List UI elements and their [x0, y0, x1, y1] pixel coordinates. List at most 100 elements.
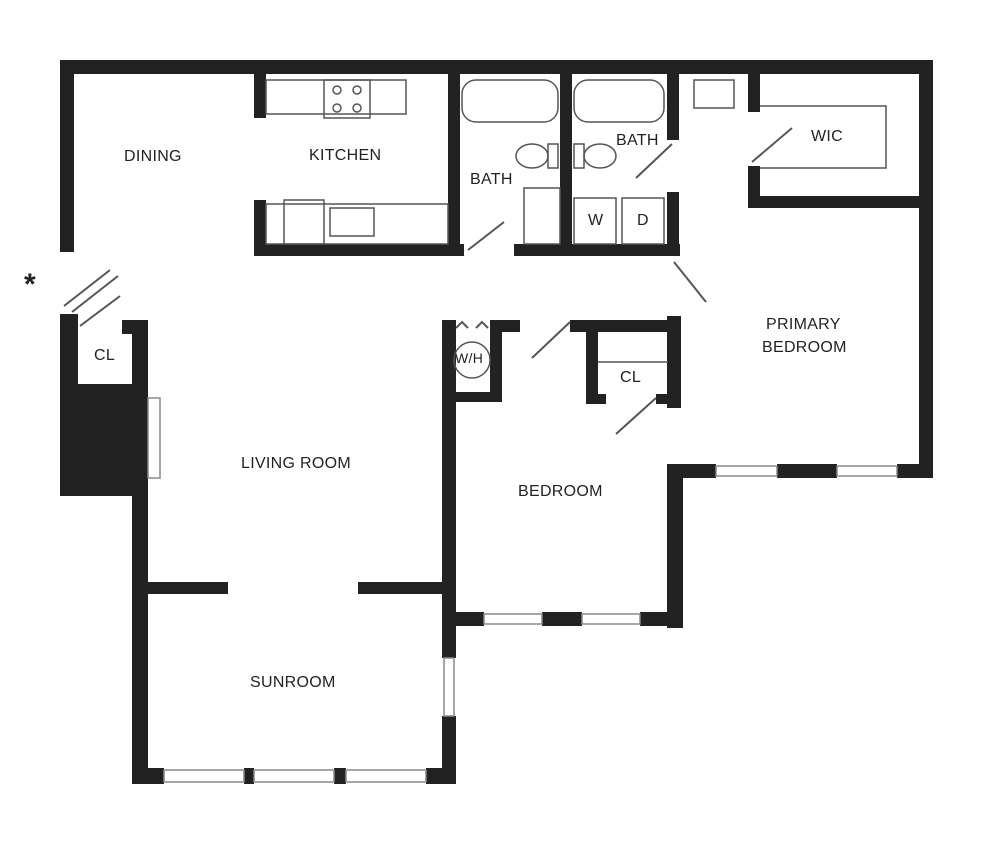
tub-primary — [573, 79, 665, 123]
room-label-water-heater: W/H — [455, 350, 484, 366]
wall-bed-primary-upper — [667, 316, 681, 408]
toilet-main-tank — [547, 143, 559, 169]
wall-closet-left — [60, 314, 78, 384]
wall-closet-bedroom-left — [586, 320, 598, 404]
entry-marker: * — [24, 268, 36, 301]
toilet-primary — [583, 143, 617, 169]
vanity-main — [523, 187, 561, 245]
wh-door-left — [455, 320, 469, 329]
wall-wic-top — [748, 74, 760, 112]
wall-kitchen-left-top — [254, 74, 266, 118]
toilet-primary-tank — [573, 143, 585, 169]
toilet-main — [515, 143, 549, 169]
wall-primary-bottom-3 — [897, 464, 933, 478]
wall-sunroom-right-upper — [442, 612, 456, 658]
window-bedroom-2 — [581, 613, 641, 625]
primary-bath-door — [635, 143, 673, 179]
fixtures — [265, 79, 887, 379]
room-label-kitchen: KITCHEN — [309, 147, 382, 164]
wall-bath-bottom — [514, 244, 680, 256]
window-primary-2 — [836, 465, 898, 477]
windows — [147, 397, 898, 783]
room-label-closet-entry: CL — [94, 347, 116, 364]
wall-sunroom-bottom-4 — [426, 768, 456, 784]
room-label-sunroom: SUNROOM — [250, 674, 336, 691]
water-heater — [453, 341, 491, 379]
wall-right — [919, 60, 933, 478]
wall-closet-bedroom-bottom-right — [656, 394, 680, 404]
wall-bed-primary-lower — [667, 464, 683, 628]
wic-door — [751, 127, 793, 163]
appliance-label-dryer: D — [637, 212, 649, 229]
tub-main — [461, 79, 559, 123]
room-label-closet-bedroom: CL — [620, 369, 642, 386]
entry-door-1 — [63, 269, 111, 307]
wall-wh-left — [442, 320, 456, 400]
primary-door — [673, 261, 707, 303]
wall-living-left — [132, 320, 148, 784]
room-label-dining: DINING — [124, 148, 182, 165]
wall-primary-bottom-1 — [679, 464, 716, 478]
wall-kitchen-bottom — [254, 244, 464, 256]
burner-1 — [332, 85, 342, 95]
wall-bath-divider — [560, 74, 572, 256]
appliance-label-washer: W — [588, 212, 604, 229]
wall-left-dining — [60, 60, 74, 252]
wall-laundry-right — [667, 192, 679, 256]
fireplace — [60, 384, 148, 496]
wall-wh-bottom — [442, 392, 502, 402]
hearth — [147, 397, 161, 479]
room-label-living-room: LIVING ROOM — [241, 455, 351, 472]
wall-sunroom-bottom-2 — [244, 768, 254, 784]
wall-kitchen-right — [448, 74, 460, 256]
kitchen-sink — [329, 207, 375, 237]
wall-wh-right — [490, 320, 502, 400]
window-bedroom-1 — [483, 613, 543, 625]
wall-top — [60, 60, 933, 74]
bath-door — [467, 221, 505, 251]
doors — [63, 127, 793, 435]
wall-closet-top — [122, 320, 148, 334]
room-label-bedroom: BEDROOM — [518, 483, 603, 500]
room-label-wic: WIC — [811, 128, 844, 145]
window-primary-1 — [715, 465, 778, 477]
washer — [573, 197, 617, 245]
wh-door-right — [475, 320, 489, 329]
room-label-bath-main: BATH — [470, 171, 513, 188]
wall-bedroom-bottom-2 — [542, 612, 582, 626]
bedroom-closet-door — [615, 397, 657, 435]
wall-primary-bottom-2 — [777, 464, 837, 478]
wic-shelf — [760, 105, 887, 169]
dryer — [621, 197, 665, 245]
window-sunroom-2 — [253, 769, 335, 783]
room-label-primary-line2: BEDROOM — [762, 339, 847, 356]
bedroom-door — [531, 321, 571, 359]
burner-3 — [332, 103, 342, 113]
wall-closet-bedroom-bottom — [586, 394, 606, 404]
burner-4 — [352, 103, 362, 113]
window-sunroom-1 — [163, 769, 245, 783]
wall-sunroom-right-lower — [442, 716, 456, 784]
walls — [60, 60, 933, 784]
window-sunroom-side — [443, 657, 455, 717]
wall-primary-bath-right — [667, 74, 679, 140]
room-label-bath-primary: BATH — [616, 132, 659, 149]
stove — [323, 79, 371, 119]
kitchen-counter-bottom — [265, 203, 449, 245]
wall-sunroom-bottom-3 — [334, 768, 346, 784]
wall-kitchen-left-bottom — [254, 200, 266, 256]
wall-bedroom-bottom-3 — [640, 612, 682, 626]
entry-door-2 — [71, 275, 119, 313]
vanity-primary — [693, 79, 735, 109]
wall-wic-bottom — [748, 196, 933, 208]
dishwasher — [283, 199, 325, 245]
wall-sunroom-partial-left — [148, 582, 228, 594]
closet-door — [79, 295, 121, 327]
window-sunroom-3 — [345, 769, 427, 783]
burner-2 — [352, 85, 362, 95]
room-label-primary-line1: PRIMARY — [766, 316, 841, 333]
wall-sunroom-partial-right — [358, 582, 444, 594]
kitchen-counter-top — [265, 79, 407, 115]
